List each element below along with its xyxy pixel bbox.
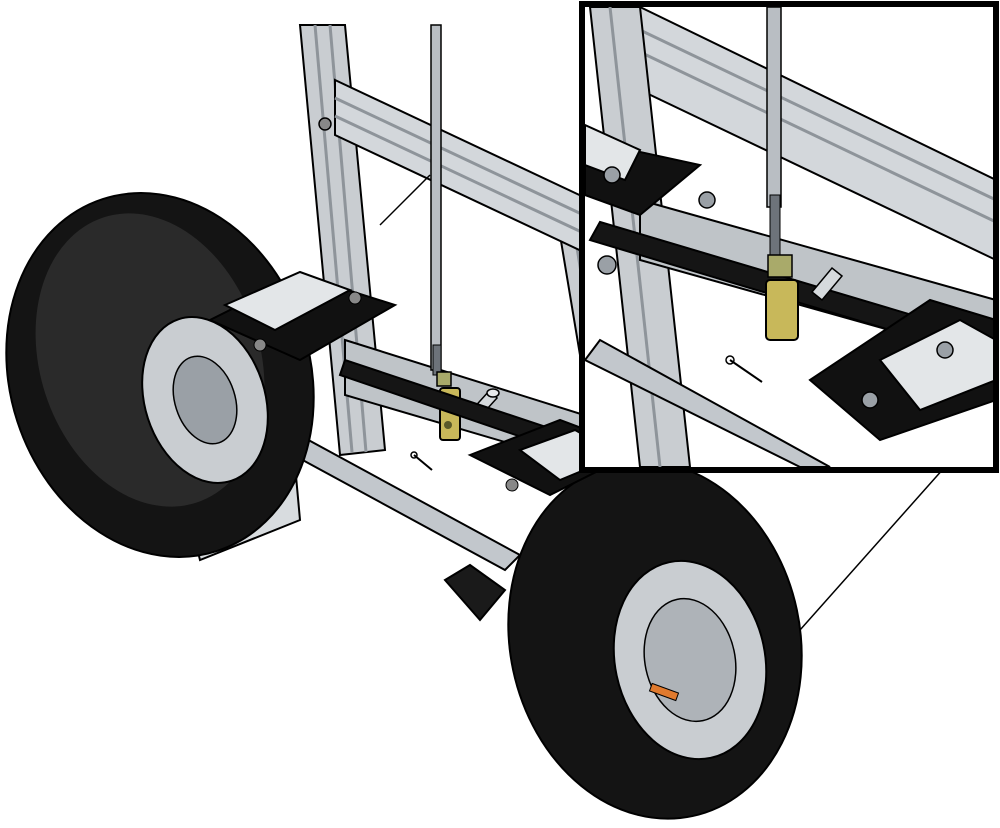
guide-wire [379,174,431,226]
guide-wire-right [799,449,961,631]
left-mount-bracket [207,270,398,362]
right-wheel [507,460,803,820]
brake-rod [430,24,442,376]
cotter-pin [410,451,433,471]
brake-caliper [443,563,507,622]
detail-inset [579,1,999,473]
axle-rod [273,426,522,572]
left-wheel [5,192,315,558]
